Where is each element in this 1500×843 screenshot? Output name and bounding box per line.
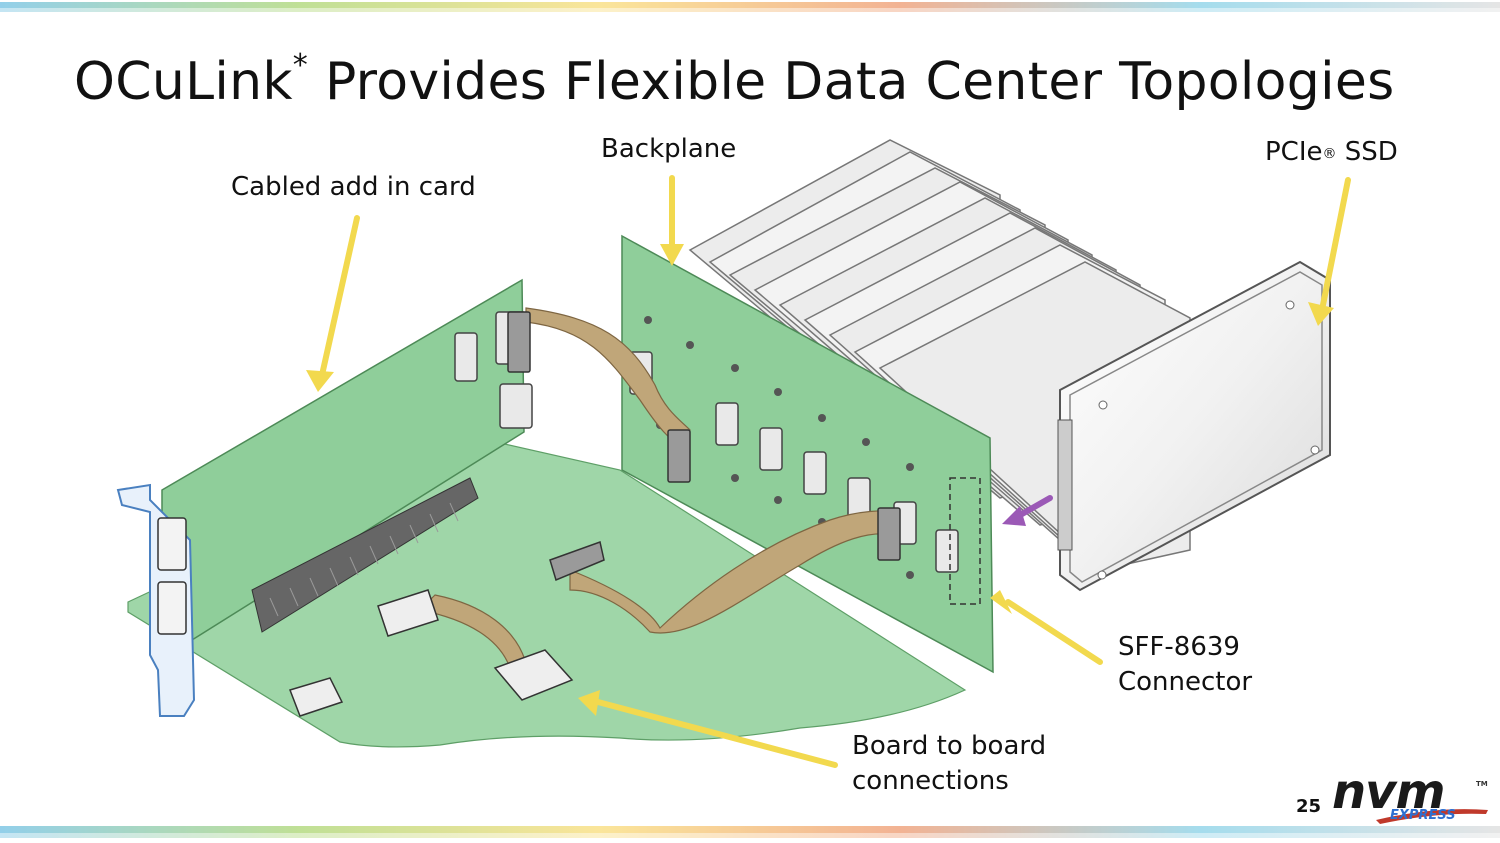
label-pcie-ssd: PCIe® SSD <box>1265 135 1398 170</box>
label-board-to-board: Board to board connections <box>852 729 1046 799</box>
title-asterisk: * <box>292 48 309 83</box>
logo-swoosh-icon <box>1376 809 1488 824</box>
label-sff-line1: SFF-8639 <box>1118 632 1240 662</box>
slide-title: OCuLink* Provides Flexible Data Center T… <box>74 48 1395 112</box>
bottom-color-band <box>0 826 1500 838</box>
top-color-band <box>0 2 1500 12</box>
callout-arrows <box>306 175 1351 768</box>
label-pcie: PCIe <box>1265 137 1323 167</box>
title-rest: Provides Flexible Data Center Topologies <box>308 52 1395 112</box>
nvm-express-logo: nvm EXPRESS TM <box>1326 764 1494 830</box>
label-ssd: SSD <box>1336 137 1398 167</box>
logo-nvm-text: nvm <box>1332 764 1445 820</box>
cable-connectors <box>289 311 901 717</box>
page-number: 25 <box>1296 796 1322 817</box>
label-sff-line2: Connector <box>1118 667 1253 697</box>
label-b2b-line1: Board to board <box>852 731 1047 761</box>
logo-tm: TM <box>1476 780 1488 788</box>
title-oculink: OCuLink <box>74 52 293 112</box>
pcie-ssd-drive <box>1057 260 1331 592</box>
label-backplane: Backplane <box>601 134 737 164</box>
logo-express-text: EXPRESS <box>1390 808 1456 823</box>
label-cabled-add-in-card: Cabled add in card <box>231 172 476 202</box>
label-b2b-line2: connections <box>852 766 1009 796</box>
label-registered-mark: ® <box>1322 146 1337 162</box>
insertion-arrow-icon <box>1002 495 1053 526</box>
add-in-card <box>116 278 533 717</box>
